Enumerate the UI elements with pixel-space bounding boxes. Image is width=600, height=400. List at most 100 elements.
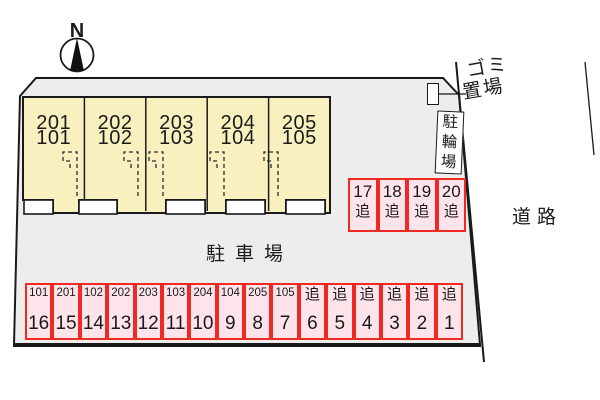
unit-lower-number: 103 xyxy=(159,127,194,149)
unit-label: 205 105 xyxy=(269,112,330,150)
parking-space-number: 12 xyxy=(137,313,159,334)
parking-space-number: 8 xyxy=(252,313,263,334)
parking-space-assignment: 103 xyxy=(165,287,186,299)
parking-space-number: 1 xyxy=(444,313,455,334)
parking-space: 追 2 xyxy=(408,283,436,340)
entrance-dashed-paths xyxy=(62,151,279,199)
parking-space-number: 17 xyxy=(353,182,373,201)
parking-space: 105 7 xyxy=(271,283,299,340)
parking-space: 201 15 xyxy=(52,283,80,340)
unit-lower-number: 101 xyxy=(36,127,72,149)
parking-space-assignment: 205 xyxy=(248,287,268,299)
parking-space-assignment: 201 xyxy=(56,287,76,299)
parking-space-number: 2 xyxy=(416,313,428,334)
parking-space: 追 5 xyxy=(326,283,354,340)
parking-space-assignment: 203 xyxy=(138,287,158,299)
parking-space: 追 3 xyxy=(380,283,409,340)
porch-step xyxy=(285,199,326,215)
parking-space-assignment: 追 xyxy=(359,286,375,303)
garbage-area-label: ゴミ 置場 xyxy=(457,54,514,104)
parking-space: 101 16 xyxy=(25,283,53,340)
unit-label: 201 101 xyxy=(23,112,84,150)
parking-space: 203 12 xyxy=(134,283,162,340)
parking-space-assignment: 追 xyxy=(414,286,430,303)
parking-space: 追 1 xyxy=(435,283,463,340)
unit-upper-number: 204 xyxy=(220,112,256,134)
unit-upper-number: 205 xyxy=(281,112,317,134)
parking-space-assignment: 追 xyxy=(387,286,403,303)
parking-space-assignment: 104 xyxy=(220,287,240,299)
parking-space-number: 5 xyxy=(334,313,346,334)
parking-space: 205 8 xyxy=(244,283,272,340)
parking-space: 104 9 xyxy=(216,283,244,340)
parking-space-number: 16 xyxy=(28,313,50,334)
parking-space-assignment: 追 xyxy=(332,286,348,303)
parking-space-number: 15 xyxy=(55,313,77,334)
parking-space: 204 10 xyxy=(189,283,217,340)
road-label: 道路 xyxy=(512,207,563,228)
entrance-dashed-path xyxy=(123,151,139,199)
parking-space: 18 追 xyxy=(377,178,407,232)
parking-space-assignment: 追 xyxy=(441,286,457,303)
unit-lower-number: 105 xyxy=(281,127,317,149)
parking-space-number: 13 xyxy=(110,313,132,334)
entrance-dashed-path xyxy=(209,151,225,199)
unit-upper-number: 201 xyxy=(36,112,72,134)
parking-space-assignment: 102 xyxy=(83,287,104,299)
unit-lower-number: 102 xyxy=(97,127,133,149)
parking-space-tag: 追 xyxy=(414,203,430,220)
parking-space: 追 4 xyxy=(353,283,381,340)
parking-space-number: 20 xyxy=(441,182,461,201)
unit-lower-number: 104 xyxy=(220,127,256,149)
parking-space-assignment: 105 xyxy=(275,287,295,299)
parking-side-row: 17 追 18 追 19 追 20 追 xyxy=(348,178,466,232)
porch-step xyxy=(78,199,118,215)
porch-step xyxy=(23,199,54,215)
unit-upper-number: 202 xyxy=(97,112,133,134)
bicycle-parking-label: 駐輪場 xyxy=(440,113,459,172)
unit-label: 202 102 xyxy=(84,112,145,150)
parking-lot-label: 駐車場 xyxy=(206,244,294,265)
parking-space-assignment: 追 xyxy=(304,286,320,303)
parking-space-assignment: 204 xyxy=(193,287,213,299)
parking-space-assignment: 202 xyxy=(111,287,131,299)
porch-step xyxy=(225,199,266,215)
parking-space-number: 9 xyxy=(225,313,236,334)
building-unit-labels: 201 101 202 102 203 103 204 104 205 105 xyxy=(23,112,330,150)
parking-space: 102 14 xyxy=(79,283,108,340)
parking-space-tag: 追 xyxy=(384,203,400,220)
parking-bottom-row: 101 16 201 15 102 14 202 13 203 12 xyxy=(25,283,463,340)
unit-label: 204 104 xyxy=(207,112,268,150)
parking-space: 103 11 xyxy=(161,283,190,340)
parking-space-number: 11 xyxy=(165,313,186,334)
parking-space-number: 10 xyxy=(192,313,214,334)
unit-label: 203 103 xyxy=(146,112,207,150)
parking-space-number: 18 xyxy=(382,182,402,201)
parking-space-assignment: 101 xyxy=(29,287,49,299)
road-far-edge-line xyxy=(584,61,595,156)
porch-steps xyxy=(23,199,326,215)
parking-space: 追 6 xyxy=(298,283,327,340)
porch-step xyxy=(165,199,206,215)
compass xyxy=(59,37,95,73)
garbage-box xyxy=(427,83,439,105)
entrance-dashed-path xyxy=(263,151,279,199)
parking-space: 20 追 xyxy=(436,178,466,232)
parking-space-tag: 追 xyxy=(355,203,371,220)
parking-space: 19 追 xyxy=(407,178,437,232)
parking-space-number: 3 xyxy=(389,313,400,334)
unit-upper-number: 203 xyxy=(159,112,194,134)
compass-needle-icon xyxy=(70,38,84,71)
entrance-dashed-path xyxy=(62,151,78,199)
parking-space-number: 14 xyxy=(82,313,104,334)
bicycle-parking-box: 駐輪場 xyxy=(434,110,465,175)
entrance-dashed-path xyxy=(148,151,164,199)
parking-space-number: 4 xyxy=(361,313,373,334)
parking-space-number: 19 xyxy=(412,182,432,201)
parking-space-number: 7 xyxy=(279,313,291,334)
parking-space: 17 追 xyxy=(348,178,378,232)
compass-north-label: N xyxy=(69,20,85,42)
parking-space: 202 13 xyxy=(107,283,135,340)
